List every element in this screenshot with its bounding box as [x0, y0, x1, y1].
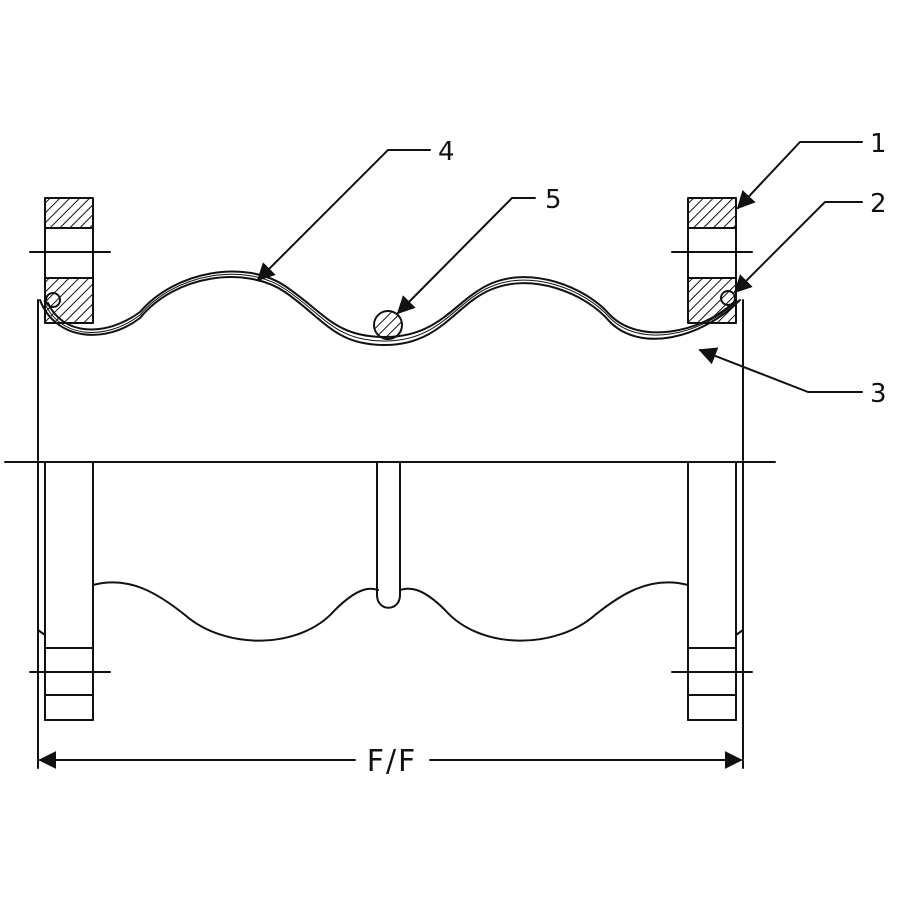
callout-label-5: 5 [545, 185, 562, 215]
callout-label-1: 1 [870, 129, 887, 159]
right-wire-ring [720, 290, 736, 306]
callout-label-2: 2 [870, 189, 887, 219]
dimension-label: F/F [367, 744, 418, 779]
leader-line-4 [256, 149, 431, 282]
leader-line-1 [736, 141, 863, 210]
leader-line-3 [698, 347, 863, 393]
callout-label-4: 4 [438, 137, 455, 167]
left-wire-ring [45, 292, 61, 308]
rubber-body-elevation [92, 581, 689, 642]
right-flange-section [671, 197, 753, 324]
callout-label-3: 3 [870, 379, 887, 409]
leader-line-5 [396, 197, 536, 315]
leader-line-2 [733, 201, 863, 294]
right-flange-elevation [671, 461, 753, 721]
reinforcing-ring [373, 310, 403, 340]
left-flange-elevation [29, 461, 111, 721]
arch-reinforcement [376, 461, 401, 609]
